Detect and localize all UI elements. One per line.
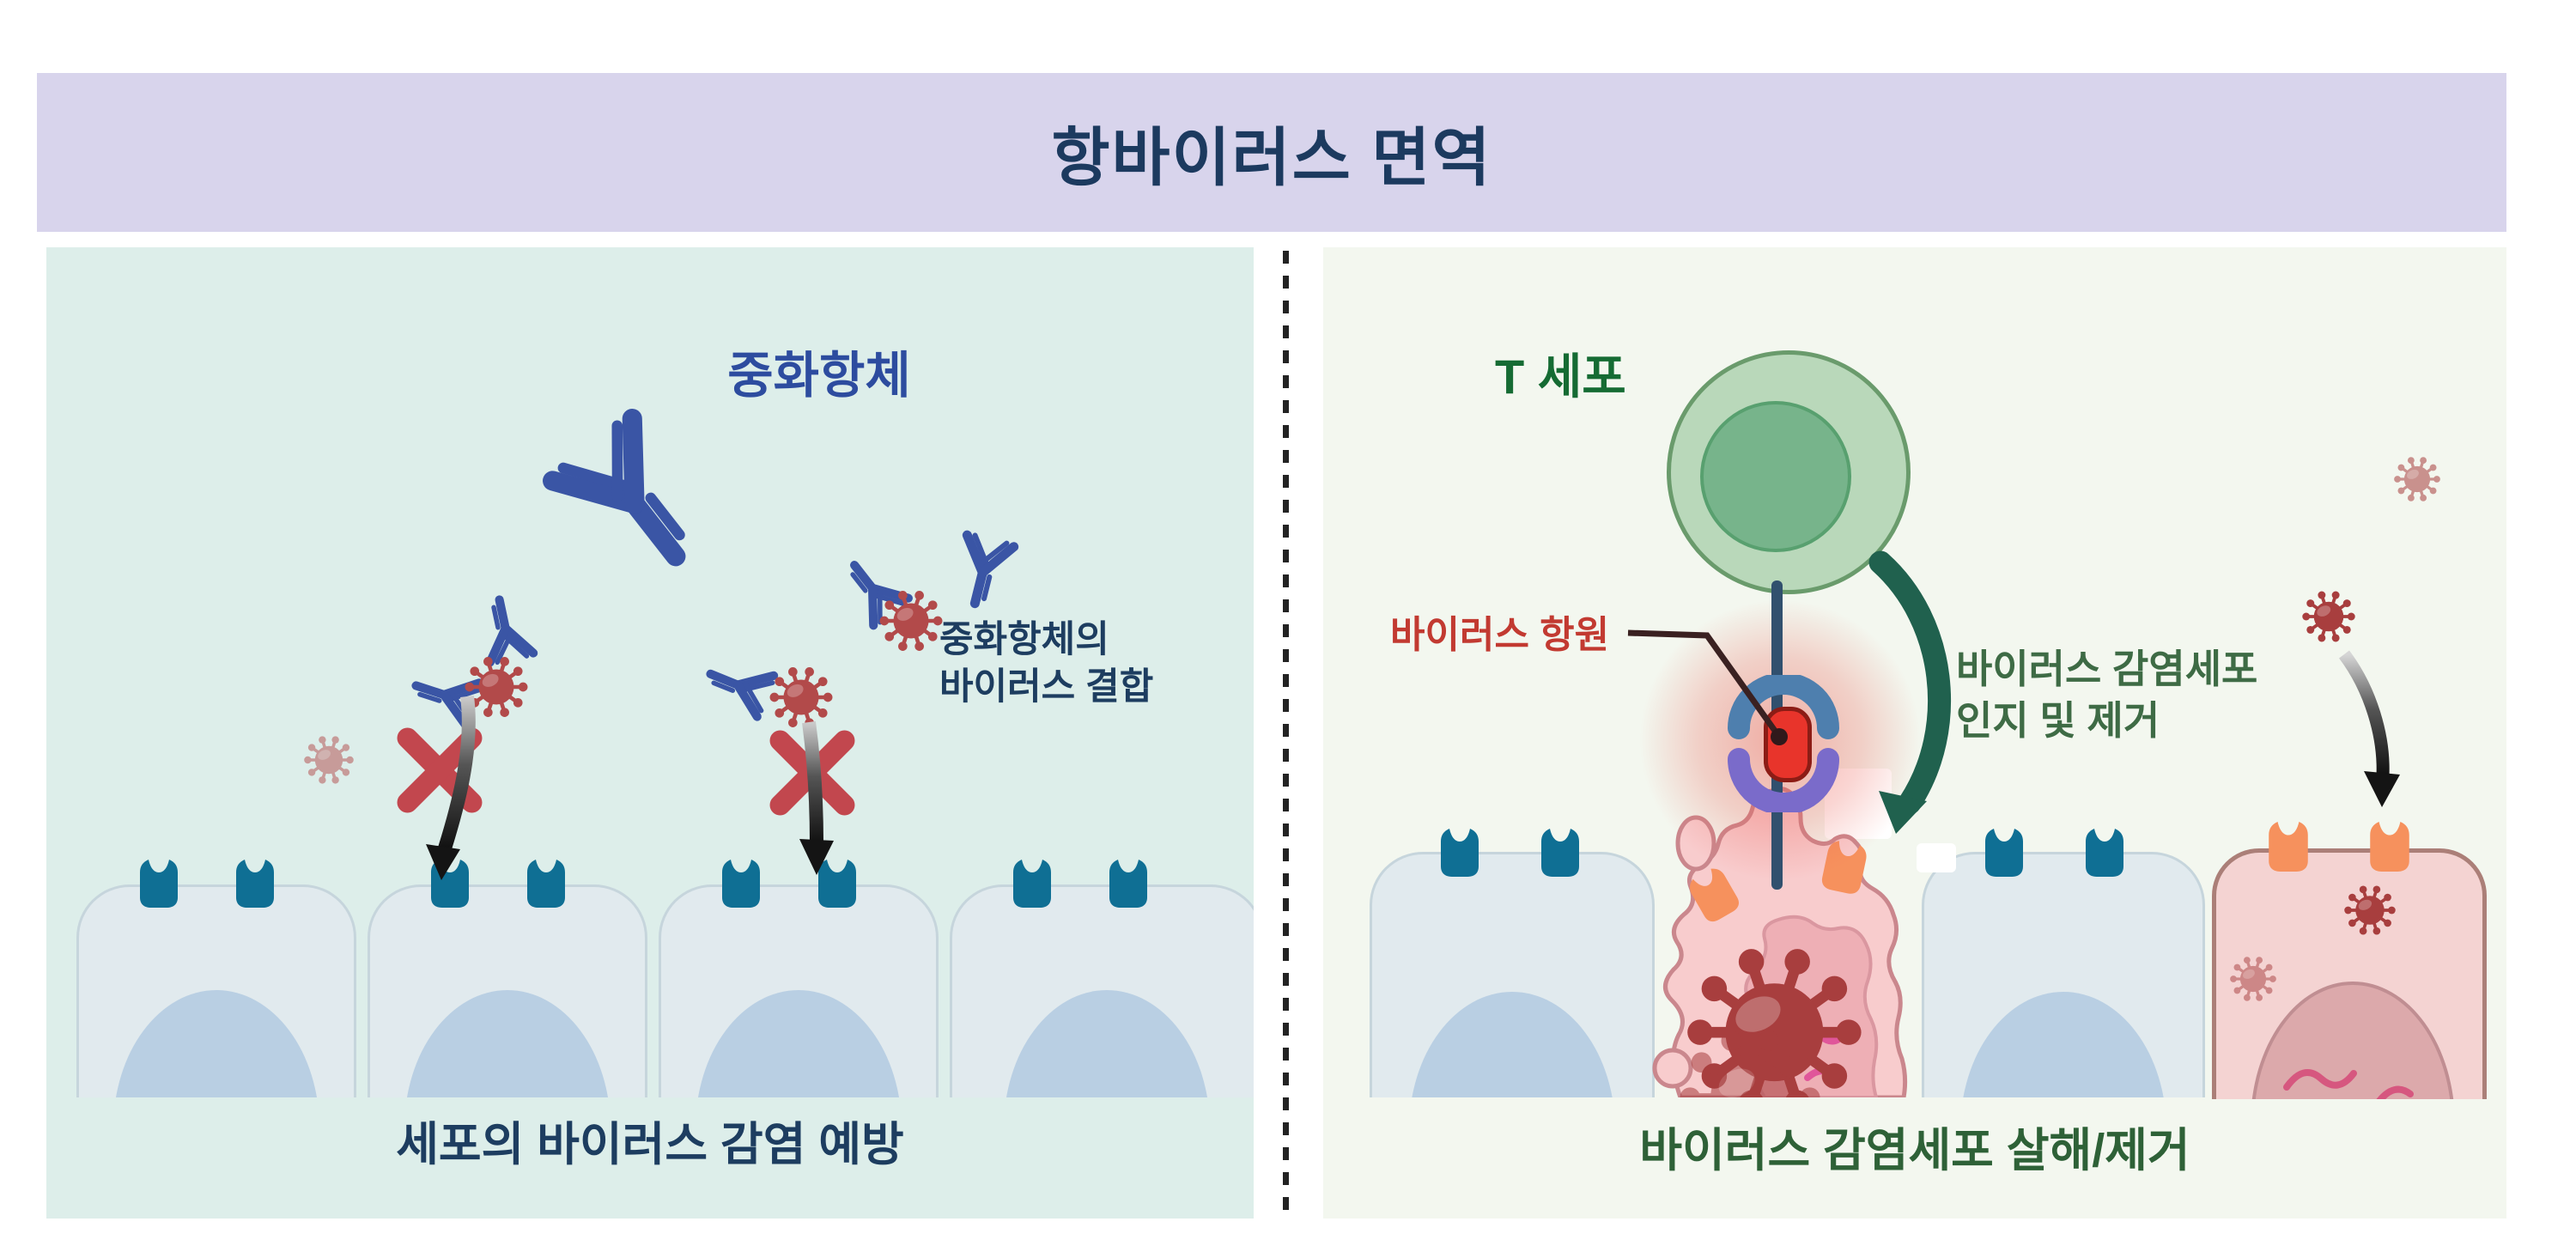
healthy-cell xyxy=(1370,852,1655,1097)
virus-entry-arrow xyxy=(2338,650,2400,807)
orange-receptor-icon xyxy=(2367,821,2412,872)
neutralizing-antibody-label: 중화항체 xyxy=(727,348,911,404)
cell-receptor-icon xyxy=(235,859,275,909)
epithelial-cell xyxy=(659,884,939,1097)
tcr-icon xyxy=(1728,675,1839,739)
infected-cell-dying xyxy=(1652,786,1908,1097)
healthy-cell xyxy=(1922,852,2205,1097)
binding-annotation: 중화항체의 바이러스 결합 xyxy=(939,619,1154,708)
cell-receptor-icon xyxy=(1540,828,1580,878)
blocked-entry-arrow xyxy=(426,695,476,880)
cell-nucleus xyxy=(404,990,611,1097)
right-caption: 바이러스 감염세포 살해/제거 xyxy=(1639,1125,2190,1176)
cell-nucleus xyxy=(1004,990,1210,1097)
epithelial-cell xyxy=(950,884,1254,1097)
tcell-label: T 세포 xyxy=(1495,349,1626,404)
virus-icon xyxy=(2229,955,2277,1003)
apoptotic-bleb xyxy=(1675,815,1716,872)
cell-receptor-icon xyxy=(526,859,566,909)
virus-icon xyxy=(878,588,944,653)
panel-tcell-killing: T 세포 바이러스 항원 바이러스 감염세포 인지 및 제거 xyxy=(1323,247,2506,1219)
recognition-arrow xyxy=(1868,550,1952,834)
cell-receptor-icon xyxy=(721,859,761,909)
viral-antigen-label: 바이러스 항원 xyxy=(1390,614,1610,656)
title-bar: 항바이러스 면역 xyxy=(37,73,2506,232)
cell-receptor-icon xyxy=(2085,828,2124,878)
cell-receptor-icon xyxy=(1109,859,1148,909)
highlight-patch xyxy=(1917,843,1956,872)
virus-icon xyxy=(2343,884,2397,937)
cell-nucleus xyxy=(1960,992,2166,1097)
infected-cell xyxy=(2212,848,2487,1099)
apoptotic-bleb xyxy=(1652,1048,1693,1089)
cell-nucleus xyxy=(113,990,319,1097)
panel-neutralizing-antibody: 중화항체 xyxy=(46,247,1254,1219)
epithelial-cell xyxy=(368,884,647,1097)
epithelial-cell xyxy=(76,884,356,1097)
mhc-icon xyxy=(1728,748,1839,812)
blocked-entry-arrow xyxy=(799,720,834,875)
virus-icon xyxy=(2393,455,2441,503)
antigen-callout-line xyxy=(1627,629,1788,745)
viral-antigen-icon xyxy=(1764,707,1812,782)
viral-rna xyxy=(2283,1068,2414,1099)
panel-divider xyxy=(1283,251,1289,1219)
left-caption: 세포의 바이러스 감염 예방 xyxy=(396,1119,904,1170)
page-title: 항바이러스 면역 xyxy=(1051,122,1492,193)
cell-receptor-icon xyxy=(1012,859,1052,909)
cell-nucleus xyxy=(696,990,902,1097)
antibody-icon xyxy=(932,514,1036,618)
virus-icon xyxy=(2301,589,2356,644)
cell-receptor-icon xyxy=(139,859,179,909)
recognition-annotation: 바이러스 감염세포 인지 및 제거 xyxy=(1956,647,2258,743)
virus-icon xyxy=(303,734,355,786)
cell-receptor-icon xyxy=(1440,828,1479,878)
orange-receptor-icon xyxy=(2266,821,2311,872)
highlight-patch xyxy=(1825,769,1892,839)
tcell-nucleus xyxy=(1700,401,1851,552)
cell-nucleus xyxy=(1409,992,1615,1097)
